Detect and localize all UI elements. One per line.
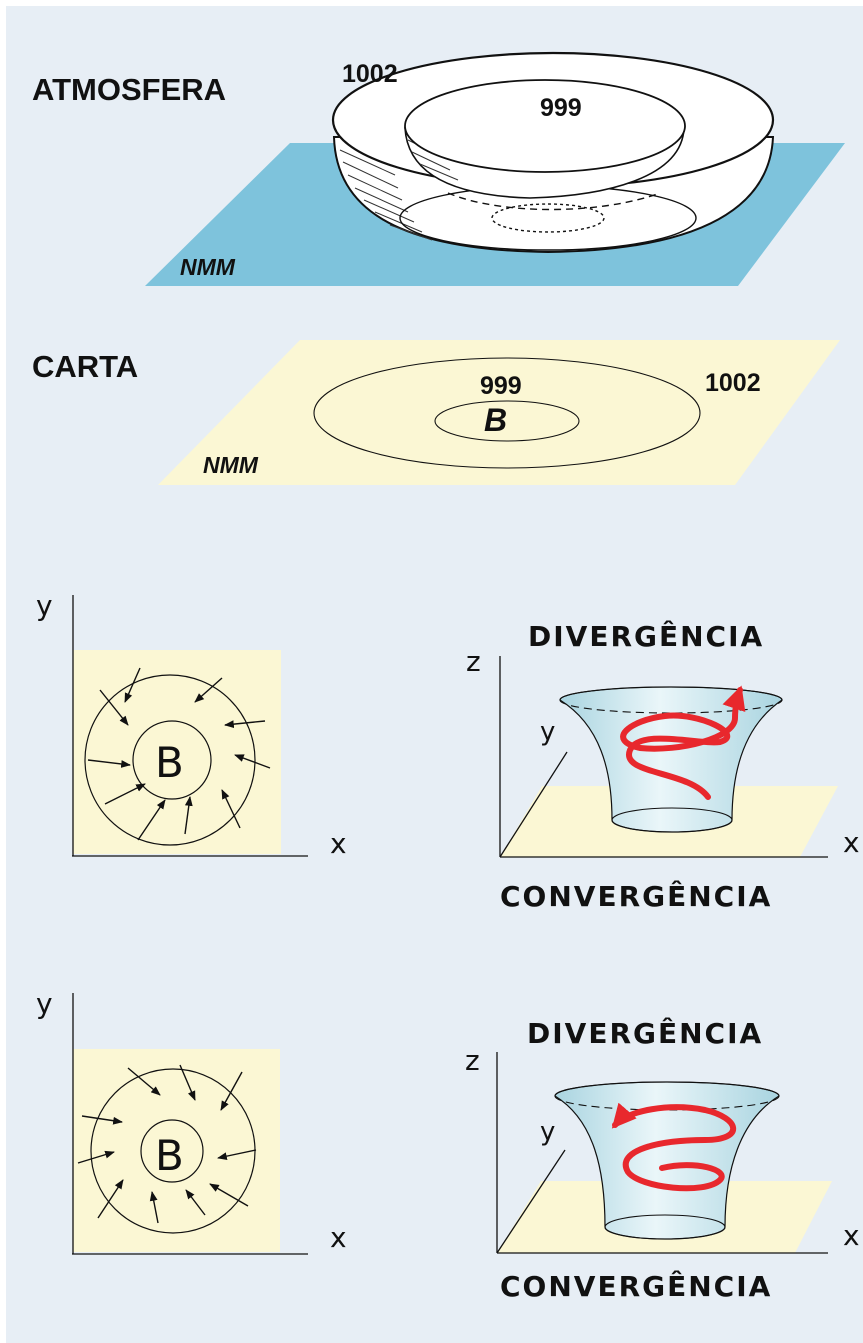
inflow-arrow <box>77 1150 115 1164</box>
plan-a-center-label: B <box>155 738 184 787</box>
atmosphere-isobar-999: 999 <box>540 94 582 122</box>
carta-title: CARTA <box>32 349 138 384</box>
inflow-arrow <box>179 1064 196 1101</box>
inflow-arrow <box>124 667 141 703</box>
chart-isobar-999 <box>434 400 580 442</box>
cyl-a-x-label: x <box>843 826 860 859</box>
atmosphere-isobar-1002: 1002 <box>342 60 398 88</box>
cyl-a-spiral <box>620 685 746 800</box>
inflow-arrow <box>220 1071 243 1111</box>
cyl-b-x-label: x <box>843 1219 860 1252</box>
chart-isobar-1002 <box>313 357 701 469</box>
inner-bowl-rim <box>404 79 686 173</box>
cyl-a-divergence-label: DIVERGÊNCIA <box>528 619 764 653</box>
cyl-a-y-label: y <box>540 717 555 747</box>
inflow-arrow <box>87 759 131 768</box>
plan-a-inflow-arrows <box>87 667 271 841</box>
carta-section: CARTA 999 1002 B NMM <box>32 340 840 485</box>
cyl-a-bottom-rim <box>611 807 733 833</box>
plan-b-area <box>73 1049 280 1252</box>
cyl-b-y-axis <box>496 1149 566 1254</box>
inflow-arrow <box>127 1067 161 1096</box>
inflow-arrow <box>209 1183 249 1207</box>
inflow-arrow <box>184 796 193 835</box>
plan-a-inner-isobar <box>132 720 212 800</box>
cyl-b-z-label: z <box>465 1044 480 1077</box>
inflow-arrow <box>137 799 166 841</box>
inflow-arrow <box>194 677 223 703</box>
plan-b-y-label: y <box>36 987 53 1020</box>
cyl-b-convergence-label: CONVERGÊNCIA <box>500 1269 772 1303</box>
plan-view-b: B y x <box>36 987 347 1255</box>
plan-a-y-label: y <box>36 589 53 622</box>
inflow-arrow <box>149 1191 159 1224</box>
inflow-arrow <box>97 1179 124 1219</box>
plan-view-a: B y x <box>36 589 347 860</box>
atmosphere-title: ATMOSFERA <box>32 72 226 107</box>
cyl-a-y-axis <box>499 751 568 858</box>
cyl-b-spiral <box>611 1102 737 1192</box>
cylinder-view-a: DIVERGÊNCIA CONVERGÊNCIA z y x <box>466 619 860 913</box>
carta-isobar-999: 999 <box>480 372 522 400</box>
inflow-arrow <box>224 720 266 729</box>
cyl-a-convergence-label: CONVERGÊNCIA <box>500 879 772 913</box>
inflow-arrow <box>81 1115 123 1125</box>
cyl-a-z-label: z <box>466 645 481 678</box>
carta-nmm-label: NMM <box>203 452 259 478</box>
cyl-b-top-rim-front <box>554 1095 780 1111</box>
plan-b-center-label: B <box>155 1131 184 1180</box>
inflow-arrow <box>234 754 271 769</box>
cyl-a-top-rim-back <box>559 686 783 701</box>
plan-a-area <box>73 650 281 854</box>
plan-b-outer-isobar <box>90 1068 256 1234</box>
inflow-arrow <box>221 789 241 829</box>
atmosphere-section: ATMOSFERA 1002 999 NMM <box>32 51 845 286</box>
chart-plane <box>158 340 840 485</box>
inflow-arrow <box>104 783 146 805</box>
cyl-b-divergence-label: DIVERGÊNCIA <box>527 1016 763 1050</box>
cyl-b-y-label: y <box>540 1117 555 1147</box>
inflow-arrow <box>99 689 129 726</box>
cyl-b-bottom-rim <box>604 1214 726 1240</box>
inflow-arrow <box>185 1189 206 1216</box>
plan-b-inner-isobar <box>140 1119 204 1183</box>
plan-a-x-label: x <box>330 827 347 860</box>
cyl-b-top-rim-back <box>554 1081 780 1097</box>
inflow-arrow <box>217 1149 257 1161</box>
carta-center-label: B <box>484 402 507 438</box>
carta-isobar-1002: 1002 <box>705 369 761 397</box>
plan-b-inflow-arrows <box>77 1064 257 1224</box>
plan-b-x-label: x <box>330 1221 347 1254</box>
cylinder-view-b: DIVERGÊNCIA CONVERGÊNCIA z y x <box>465 1016 860 1303</box>
cyl-a-top-rim-front <box>559 699 783 714</box>
plan-a-outer-isobar <box>84 674 256 846</box>
projected-isobar-999 <box>491 203 605 233</box>
atmosphere-nmm-label: NMM <box>180 254 236 280</box>
